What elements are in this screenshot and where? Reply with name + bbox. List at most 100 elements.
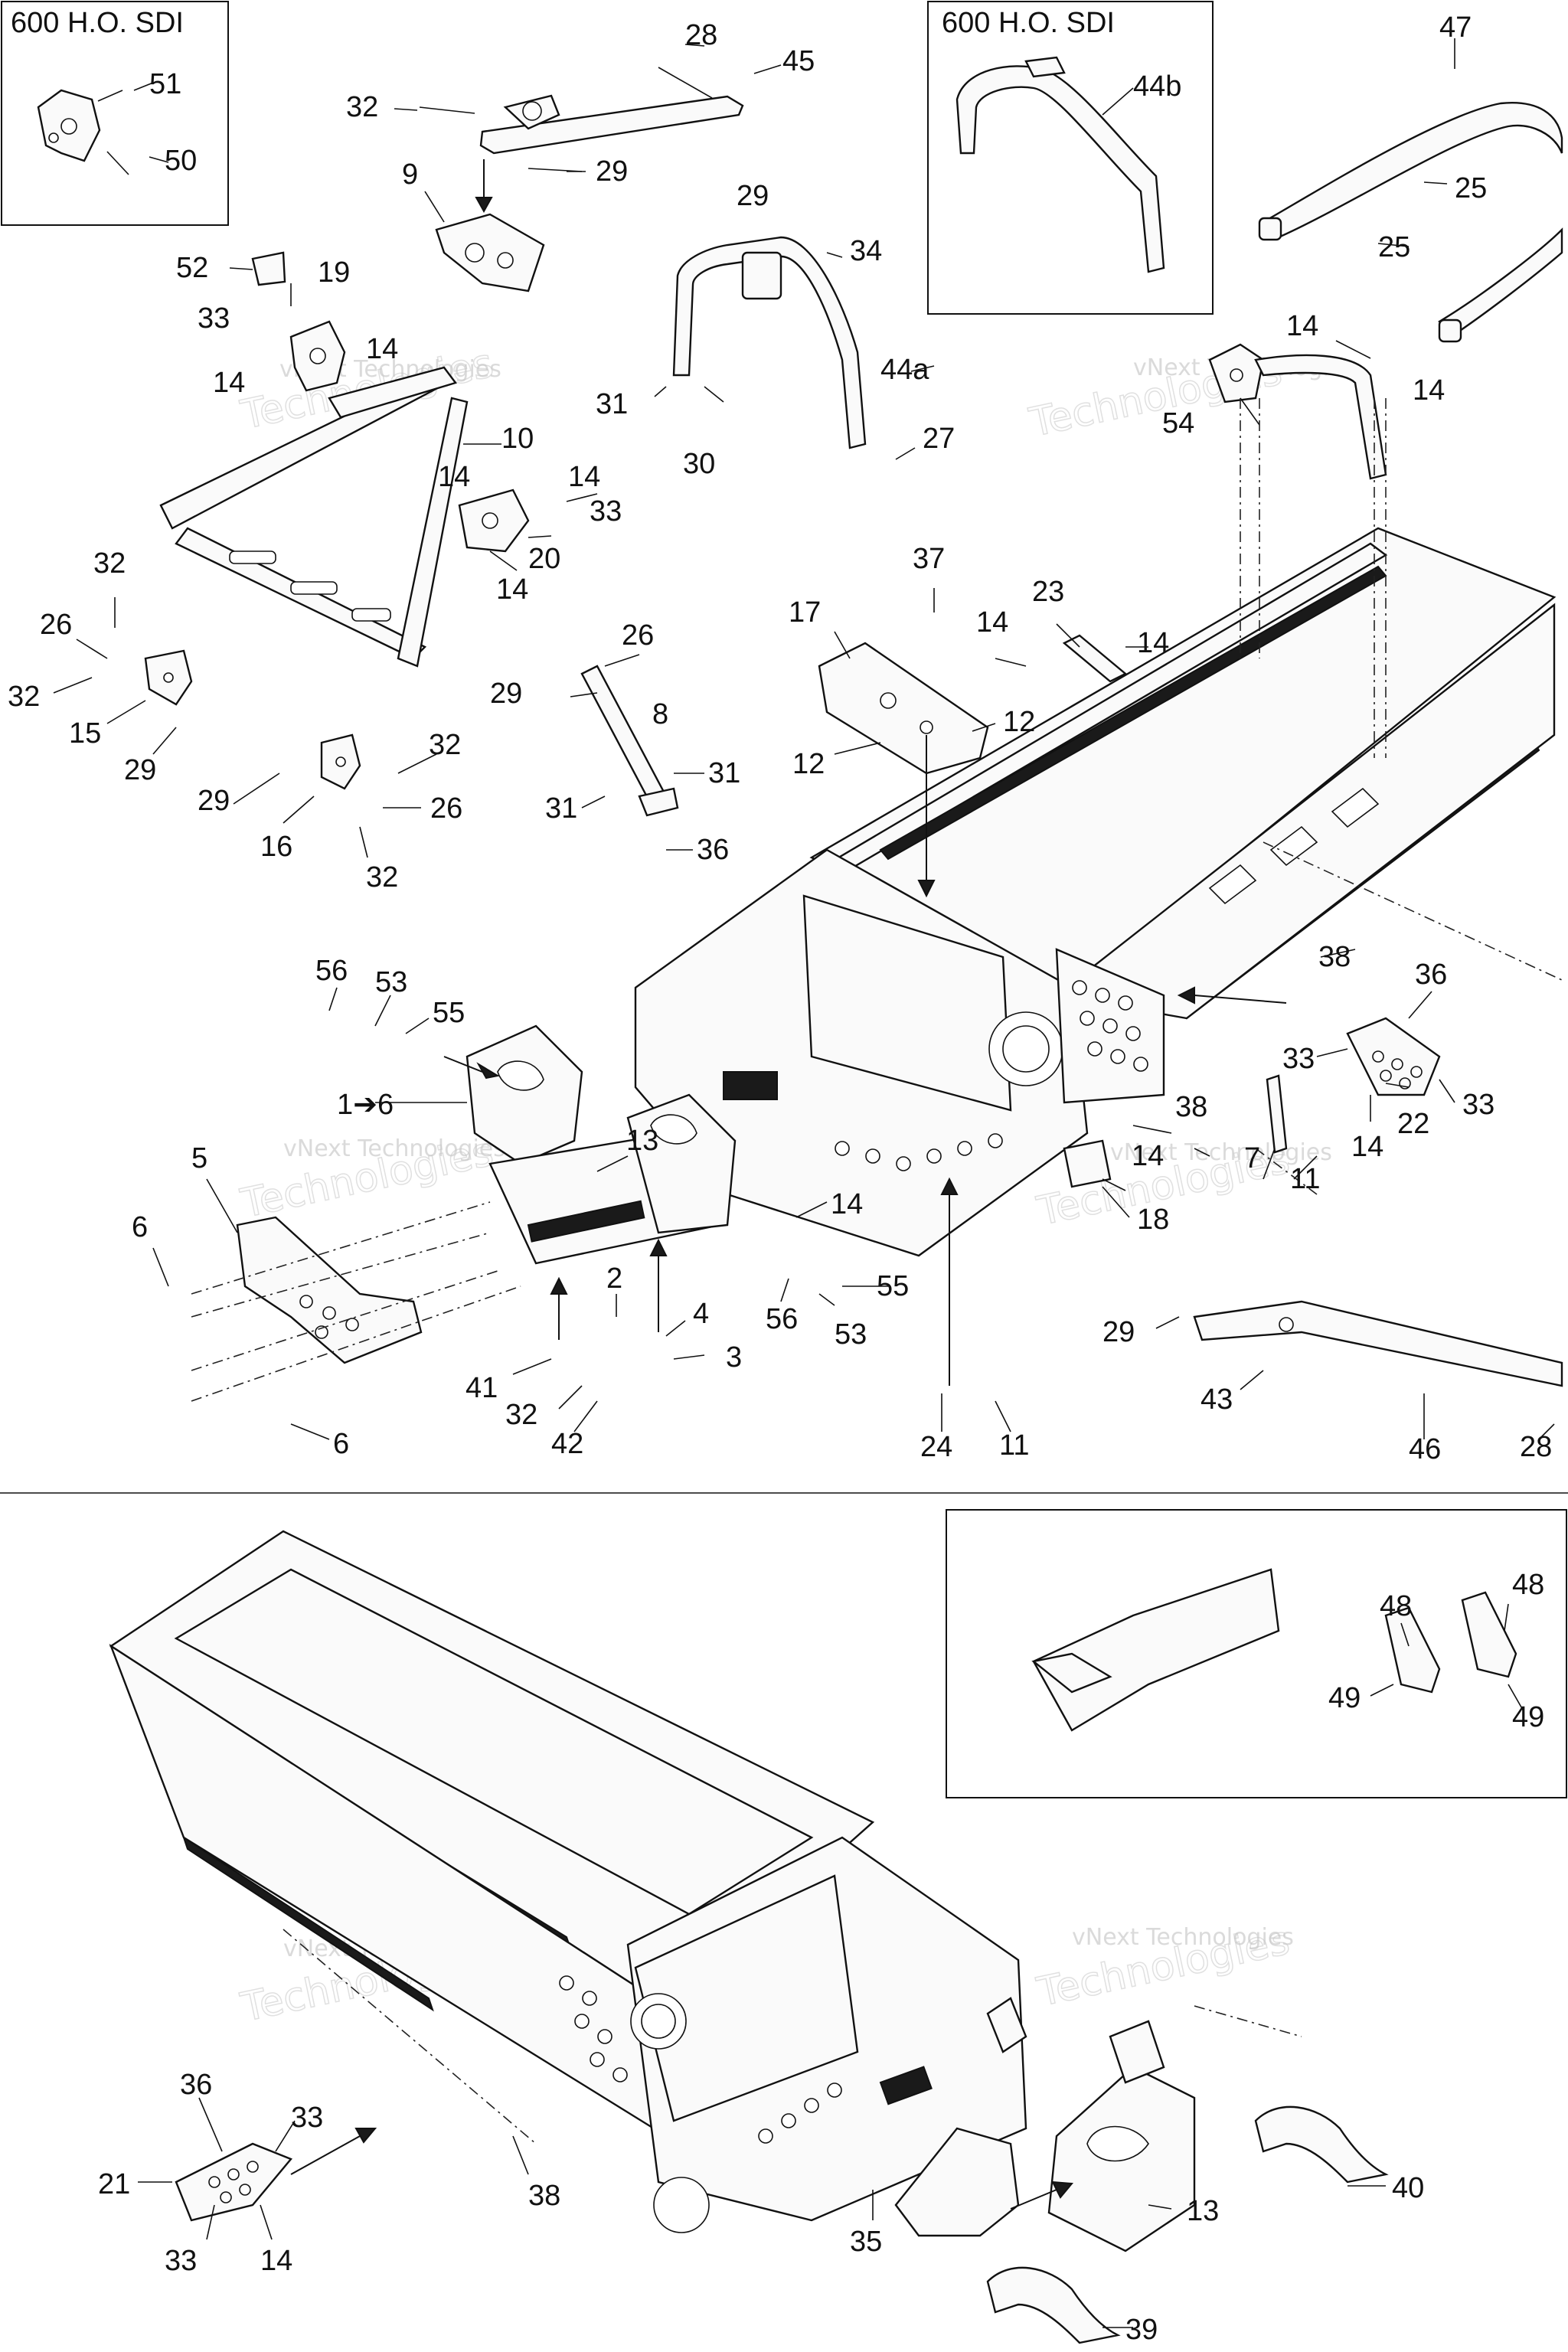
callout-32: 32 — [429, 729, 461, 761]
callout-labels: 51 50 28 45 32 29 9 44b 47 25 25 52 19 3… — [8, 11, 1552, 2346]
callout-28: 28 — [685, 19, 717, 51]
callout-36: 36 — [180, 2069, 212, 2101]
callout-19: 19 — [318, 256, 350, 289]
front-suspension-bracket — [466, 1024, 737, 1265]
callout-14: 14 — [496, 573, 528, 606]
callout-53: 53 — [375, 966, 407, 998]
callout-18: 18 — [1137, 1204, 1169, 1236]
callout-13: 13 — [1187, 2195, 1219, 2227]
chassis-lower-holes — [559, 1975, 842, 2144]
assembly-arrows — [290, 735, 1287, 2210]
inset-frame-track-detail — [946, 1509, 1567, 1798]
skid-pad-39 — [986, 2266, 1121, 2344]
callout-29: 29 — [737, 180, 769, 212]
callout-42: 42 — [551, 1428, 583, 1460]
callout-34: 34 — [850, 235, 882, 267]
callout-44b: 44b — [1133, 70, 1181, 103]
callout-27: 27 — [923, 423, 955, 455]
callout-33: 33 — [291, 2102, 323, 2134]
callout-28: 28 — [1520, 1431, 1552, 1463]
bracket-part-23 — [1062, 634, 1128, 683]
callout-15: 15 — [69, 717, 101, 750]
callout-25: 25 — [1378, 231, 1410, 263]
footrest-22 — [1346, 1017, 1441, 1096]
callout-6: 6 — [132, 1211, 148, 1243]
callout-10: 10 — [501, 423, 534, 455]
callout-33: 33 — [165, 2245, 197, 2277]
callout-26: 26 — [622, 619, 654, 652]
callout-8: 8 — [652, 698, 668, 730]
callout-14: 14 — [568, 461, 600, 493]
callout-26: 26 — [40, 609, 72, 641]
callout-31: 31 — [708, 757, 740, 789]
rear-leg-46 — [1193, 1300, 1563, 1387]
callout-56: 56 — [766, 1303, 798, 1335]
callout-48: 48 — [1380, 1590, 1412, 1622]
callout-55: 55 — [877, 1270, 909, 1302]
callout-35: 35 — [850, 2226, 882, 2258]
watermark-text: vNext Technologies — [1072, 1924, 1294, 1951]
inset-frame-top-center — [927, 1, 1214, 315]
callout-12: 12 — [1003, 706, 1035, 738]
callout-32: 32 — [346, 91, 378, 123]
bracket-part-50-51 — [37, 89, 129, 175]
callout-29: 29 — [1102, 1316, 1135, 1348]
callout-46: 46 — [1409, 1433, 1441, 1465]
steering-support-45 — [419, 67, 744, 172]
callout-16: 16 — [260, 831, 292, 863]
callout-7: 7 — [1244, 1142, 1260, 1174]
track-detail-48-49 — [1031, 1568, 1517, 1732]
strut-rod-8 — [580, 665, 679, 817]
callout-14: 14 — [976, 606, 1008, 639]
callout-20: 20 — [528, 543, 560, 575]
bracket-part-16 — [320, 733, 361, 790]
callout-55: 55 — [433, 997, 465, 1029]
callout-33: 33 — [590, 495, 622, 528]
loop-handle-44b — [956, 56, 1165, 273]
main-chassis-upper — [634, 527, 1557, 1257]
callout-30: 30 — [683, 448, 715, 480]
callout-44a: 44a — [880, 354, 929, 386]
plate-7 — [1266, 1074, 1288, 1154]
bracket-part-19 — [251, 251, 346, 392]
callout-29: 29 — [490, 678, 522, 710]
chassis-holes — [835, 980, 1148, 1171]
callout-29: 29 — [198, 785, 230, 817]
bracket-part-20 — [458, 488, 530, 553]
callout-36: 36 — [1415, 959, 1447, 991]
inset-title-top-left: 600 H.O. SDI — [11, 7, 184, 39]
callout-53: 53 — [835, 1318, 867, 1351]
callout-5: 5 — [191, 1142, 207, 1174]
bracket-part-17 — [818, 642, 989, 775]
callout-24: 24 — [920, 1431, 952, 1463]
inset-frame-top-left — [1, 1, 229, 226]
callout-45: 45 — [782, 45, 815, 77]
callout-33: 33 — [1462, 1089, 1494, 1121]
callout-49: 49 — [1328, 1682, 1361, 1714]
callout-38: 38 — [528, 2180, 560, 2212]
upper-column-10 — [159, 366, 469, 668]
front-suspension-lower — [894, 1997, 1196, 2252]
callout-38: 38 — [1318, 941, 1351, 973]
callout-14: 14 — [1351, 1131, 1383, 1163]
callout-32: 43 — [1200, 1383, 1233, 1416]
callout-47: 47 — [1439, 11, 1472, 44]
main-chassis-lower — [109, 1530, 1027, 2233]
callout-31: 31 — [596, 388, 628, 420]
callout-51: 51 — [149, 68, 181, 100]
callout-56: 56 — [315, 955, 348, 987]
callout-11: 11 — [999, 1429, 1029, 1462]
callout-14: 14 — [1413, 374, 1445, 407]
watermark-text: vNext Technologies — [283, 1135, 505, 1162]
bracket-part-9 — [435, 159, 545, 292]
callout-11: 11 — [1290, 1163, 1320, 1195]
callout-14: 14 — [366, 333, 398, 365]
assembly-lines — [191, 398, 1563, 2145]
callout-6: 6 — [333, 1428, 349, 1460]
rear-bumper-47 — [1258, 102, 1563, 343]
callout-33: 33 — [198, 302, 230, 335]
callout-41: 41 — [466, 1372, 498, 1404]
skid-pad-40 — [1254, 2105, 1389, 2184]
callout-17: 17 — [789, 596, 821, 629]
